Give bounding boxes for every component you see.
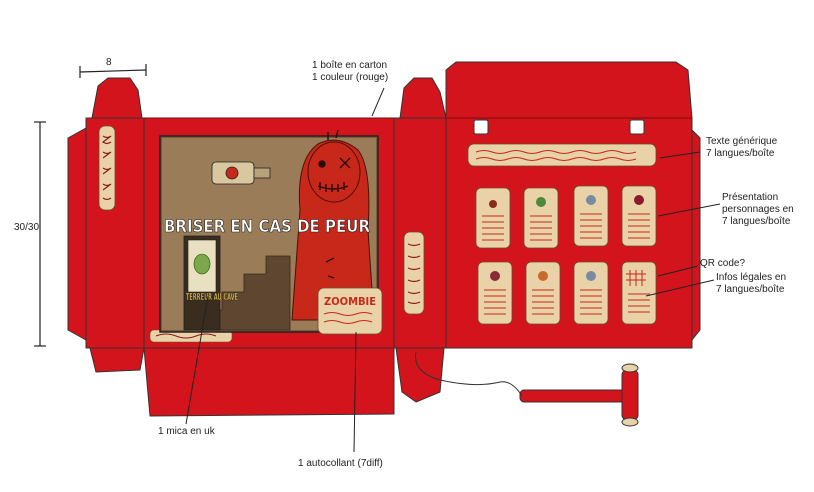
hammer-string — [415, 351, 523, 397]
leader-presentation — [657, 203, 721, 217]
annotation-box-line1: 1 boîte en carton — [312, 60, 388, 71]
back-right-tab — [691, 129, 701, 341]
annotation-presentation: Présentation personnages en 7 langues/bo… — [722, 192, 794, 228]
leader-box — [371, 87, 385, 117]
annotation-legal-line2: 7 langues/boîte — [716, 284, 785, 295]
left-side-ornament — [98, 125, 116, 211]
leader-legal — [645, 279, 715, 297]
poster-title: BRISER EN CAS DE PEUR — [164, 217, 370, 237]
annotation-qr: QR code? — [700, 258, 746, 269]
annotation-mica: 1 mica en uk — [158, 426, 215, 437]
annotation-presentation-line3: 7 langues/boîte — [722, 216, 791, 227]
left-glue-tab — [67, 127, 87, 341]
leader-sticker — [353, 331, 357, 453]
qr-code-mark — [626, 270, 646, 286]
poster-bottle — [211, 161, 271, 185]
right-bottom-flap — [395, 347, 445, 403]
dimension-width-label: 8 — [106, 57, 112, 68]
annotation-box: 1 boîte en carton 1 couleur (rouge) — [312, 60, 388, 84]
annotation-sticker: 1 autocollant (7diff) — [298, 458, 383, 469]
right-top-flap — [399, 77, 447, 119]
sticker-text: ZOOMBIE — [324, 295, 376, 308]
sticker — [317, 287, 383, 335]
right-side-ornament — [403, 231, 425, 315]
hammer — [519, 363, 639, 427]
annotation-presentation-line1: Présentation — [722, 192, 779, 203]
back-top-lid — [445, 61, 693, 119]
poster-sign-text: TERREUR AU CAVE — [186, 292, 238, 303]
lid-slot-right — [629, 119, 645, 135]
annotation-box-line2: 1 couleur (rouge) — [312, 72, 389, 83]
leader-mica — [185, 295, 209, 425]
annotation-legal-line1: Infos légales en — [716, 272, 787, 283]
leader-qr — [657, 265, 699, 277]
dimension-height-label: 30/30 — [14, 222, 40, 233]
annotation-generic-text-line1: Texte générique — [706, 136, 778, 147]
leader-text — [659, 151, 701, 159]
left-top-flap — [91, 77, 143, 119]
annotation-presentation-line2: personnages en — [722, 204, 794, 215]
generic-text-strip — [467, 143, 657, 167]
annotation-generic-text: Texte générique 7 langues/boîte — [706, 136, 777, 160]
left-bottom-flap — [89, 347, 145, 373]
annotation-legal: Infos légales en 7 langues/boîte — [716, 272, 786, 296]
character-portraits — [489, 195, 644, 281]
front-bottom-flap — [143, 347, 395, 417]
annotation-generic-text-line2: 7 langues/boîte — [706, 148, 775, 159]
lid-slot-left — [473, 119, 489, 135]
